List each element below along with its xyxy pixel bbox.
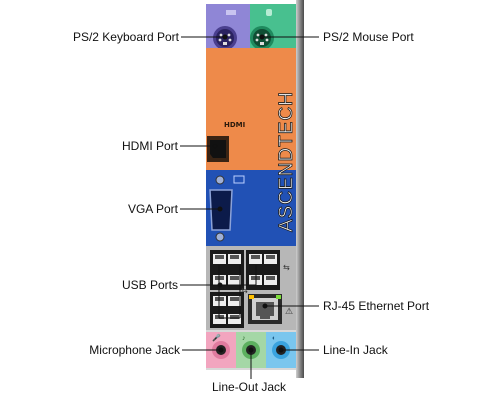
monitor-icon [233, 175, 245, 184]
speaker-icon: ♪ [242, 335, 246, 342]
rj45-port [248, 294, 282, 324]
label-ps2-mouse: PS/2 Mouse Port [323, 30, 414, 44]
label-line-in: Line-In Jack [323, 343, 388, 357]
label-rj45: RJ-45 Ethernet Port [323, 299, 430, 313]
line-in-icon: ◐ [272, 335, 276, 342]
label-ps2-keyboard: PS/2 Keyboard Port [72, 30, 179, 44]
brand-text: ASCENDTECH [276, 91, 297, 232]
shield-edge [296, 0, 304, 378]
label-microphone: Microphone Jack [89, 343, 180, 357]
label-hdmi: HDMI Port [121, 139, 178, 153]
label-line-out: Line-Out Jack [212, 380, 287, 394]
keyboard-icon [226, 10, 236, 15]
leader-lines [180, 34, 319, 379]
hdmi-logo: HDMI [224, 121, 245, 129]
hdmi-port [207, 136, 229, 162]
mouse-icon [266, 9, 272, 16]
usb-icon: ⇆ [283, 263, 290, 272]
label-vga: VGA Port [127, 202, 178, 216]
microphone-icon: 🎤 [212, 333, 221, 342]
network-icon: ⚠ [285, 307, 293, 317]
label-usb: USB Ports [121, 278, 178, 292]
usb-icon: ⇆ [241, 286, 248, 295]
